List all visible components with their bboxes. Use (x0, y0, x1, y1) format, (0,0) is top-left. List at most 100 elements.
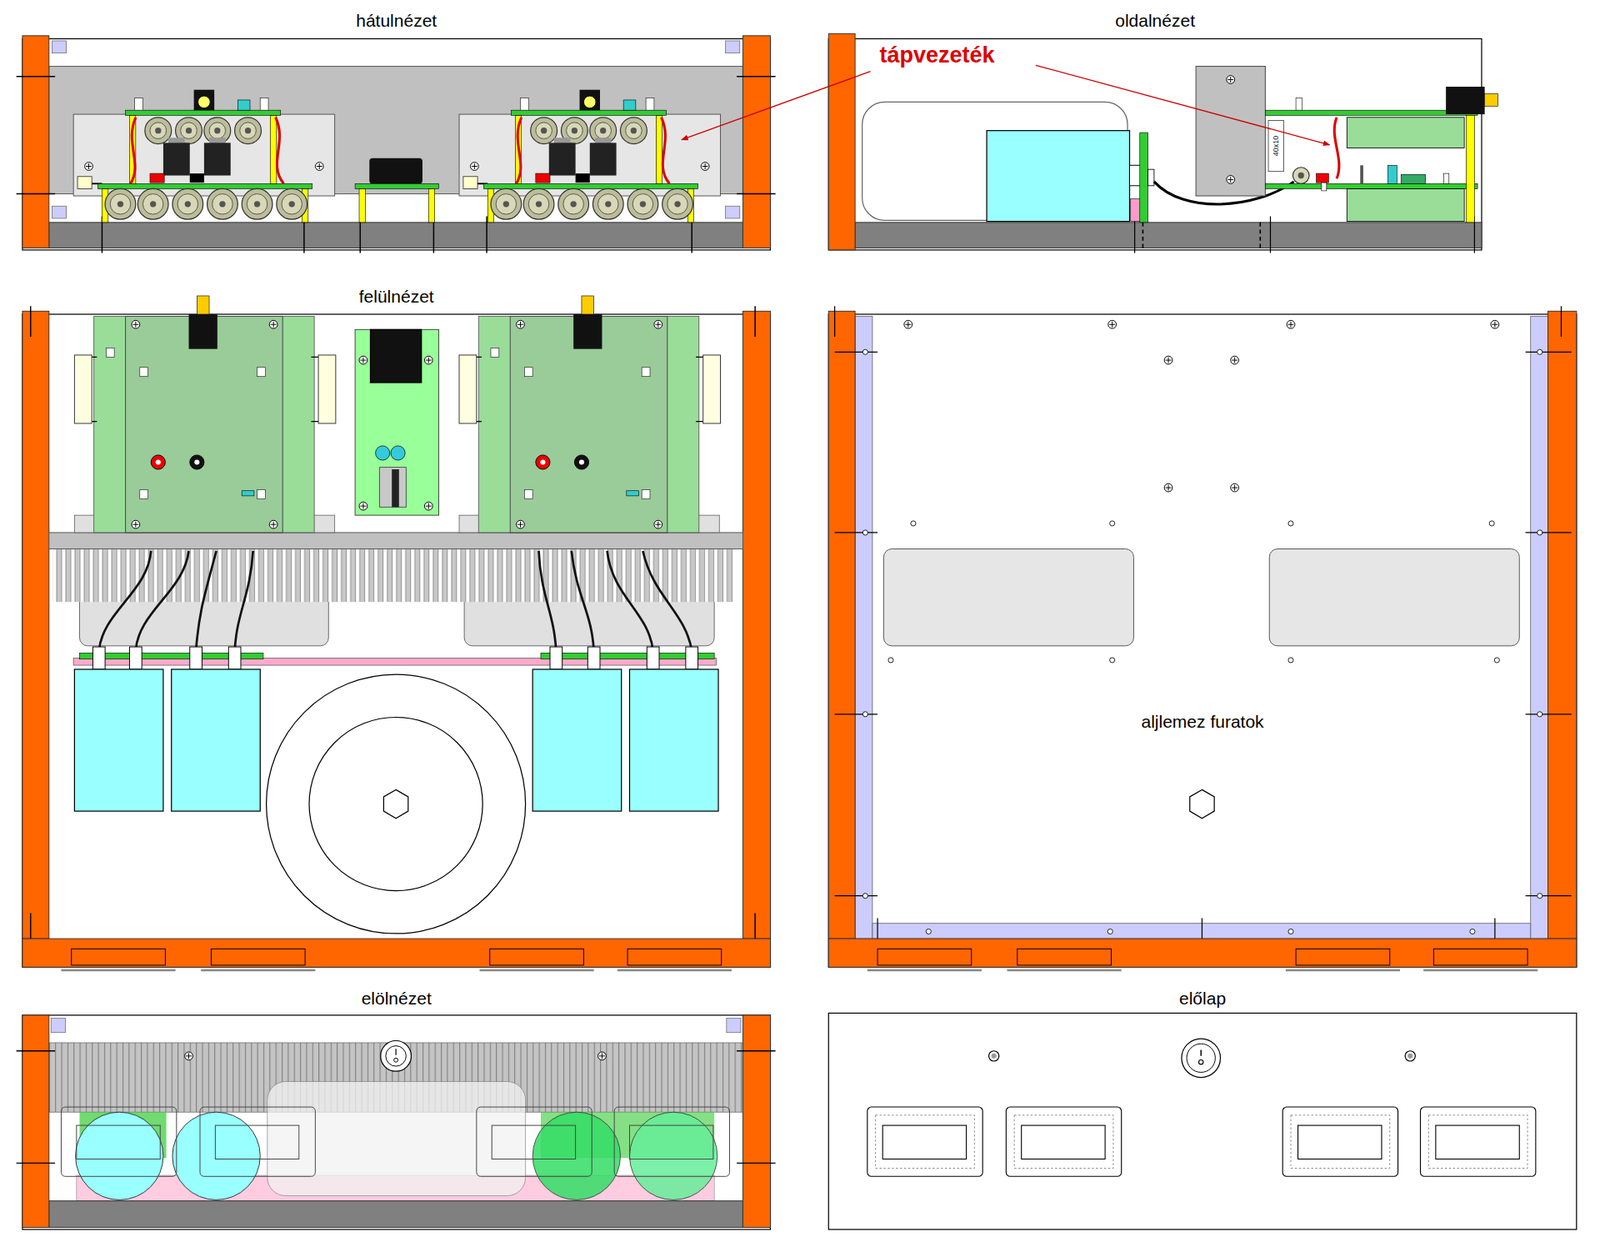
wire-connectors (130, 646, 143, 670)
back-view (742, 35, 770, 249)
callout-label: tápvezeték (880, 42, 995, 69)
amplifier-module (73, 90, 335, 223)
back-view (51, 40, 66, 54)
bottom-plate (1164, 355, 1173, 365)
amplifier-module (155, 459, 161, 465)
amplifier-module (85, 162, 94, 171)
amplifier-module (98, 183, 313, 189)
amplifier-module (163, 142, 190, 175)
bottom-plate (1537, 530, 1543, 535)
meter-outline (76, 1125, 160, 1159)
top-view (49, 532, 744, 550)
view-title: elölnézet (360, 987, 434, 1009)
filter-capacitors (532, 669, 622, 811)
side-view (828, 33, 855, 250)
view-panel: előlap (828, 987, 1577, 1230)
front-view (630, 1111, 718, 1200)
resistor-value: 40x10 (1271, 135, 1280, 157)
amplifier-module (204, 142, 231, 175)
amplifier-module (172, 188, 204, 220)
meter-cutout-inner (1290, 1115, 1390, 1169)
top-view (490, 948, 585, 965)
amplifier-module (73, 114, 335, 196)
side-view (1295, 98, 1302, 111)
front-view (16, 1015, 776, 1230)
front-view (742, 1015, 770, 1228)
top-view (22, 310, 50, 939)
power-supply-board (390, 445, 405, 460)
amplifier-module (257, 490, 266, 500)
bottom-plate (1530, 315, 1549, 939)
back-view (49, 222, 744, 249)
meter-cutout-inner (1428, 1115, 1528, 1169)
amplifier-module (207, 188, 239, 220)
top-view (22, 938, 771, 967)
leader-line (681, 65, 1330, 145)
top-view (627, 948, 722, 965)
meter-cutout (882, 1125, 966, 1159)
toroid-transformer (309, 716, 483, 890)
meter-cutout (1420, 1106, 1535, 1176)
side-view (1466, 115, 1475, 223)
front-panel (989, 1050, 1000, 1061)
amplifier-module (189, 314, 218, 350)
bottom-plate (1107, 928, 1113, 934)
wires (235, 550, 254, 651)
power-supply-board (424, 355, 433, 365)
front-view (49, 1200, 744, 1228)
top-view (60, 969, 731, 971)
bottom-plate (862, 711, 868, 717)
front-view (598, 1051, 607, 1060)
power-supply-board (355, 329, 439, 515)
amplifier-module (77, 176, 92, 190)
side-view (1400, 174, 1425, 184)
amplifier-module (315, 162, 324, 171)
meter-outline (614, 1106, 730, 1176)
side-view (1140, 132, 1149, 223)
bottom-plate (1548, 310, 1577, 939)
leader-line (1035, 65, 1330, 145)
top-view (53, 549, 734, 603)
bottom-plate (828, 305, 1577, 970)
front-panel (991, 1053, 997, 1059)
amplifier-module (270, 115, 276, 184)
amplifier-module (190, 455, 205, 470)
side-view (828, 33, 1498, 253)
view-title: oldalnézet (1113, 10, 1197, 31)
amplifier-module (310, 356, 319, 421)
amplifier-module (140, 490, 149, 500)
power-supply-board (391, 469, 400, 507)
side-view (1444, 173, 1450, 184)
bottom-plate (862, 893, 868, 899)
leader-line (681, 71, 871, 140)
view-title: felülnézet (357, 285, 436, 307)
bottom-plate (1537, 711, 1543, 717)
side-view (1265, 110, 1478, 115)
front-panel (1186, 1043, 1215, 1072)
back-view (459, 90, 720, 223)
bottom-plate (910, 520, 916, 526)
bottom-plate (1190, 789, 1215, 818)
view-panel: felülnézet (22, 285, 771, 970)
bottom-plate (1110, 657, 1115, 663)
front-view (385, 1045, 406, 1066)
wire-connectors (92, 646, 105, 670)
wire-connectors (646, 646, 660, 670)
front-panel (1200, 1050, 1201, 1056)
meter-outline (200, 1106, 315, 1176)
amplifier-module (190, 173, 205, 183)
power-supply-board (359, 501, 368, 510)
amplifier-module (196, 295, 210, 315)
bottom-plate (1494, 657, 1500, 663)
power-supply-board (369, 158, 423, 185)
amplifier-module (140, 367, 149, 377)
front-view (22, 1015, 771, 1230)
amplifier-module (241, 188, 273, 220)
front-view (394, 1057, 399, 1062)
side-view (1226, 75, 1235, 85)
meter-cutout (867, 1106, 1536, 1176)
bottom-plate (925, 928, 931, 934)
side-view (1268, 120, 1284, 171)
meter-outline (60, 1106, 730, 1176)
